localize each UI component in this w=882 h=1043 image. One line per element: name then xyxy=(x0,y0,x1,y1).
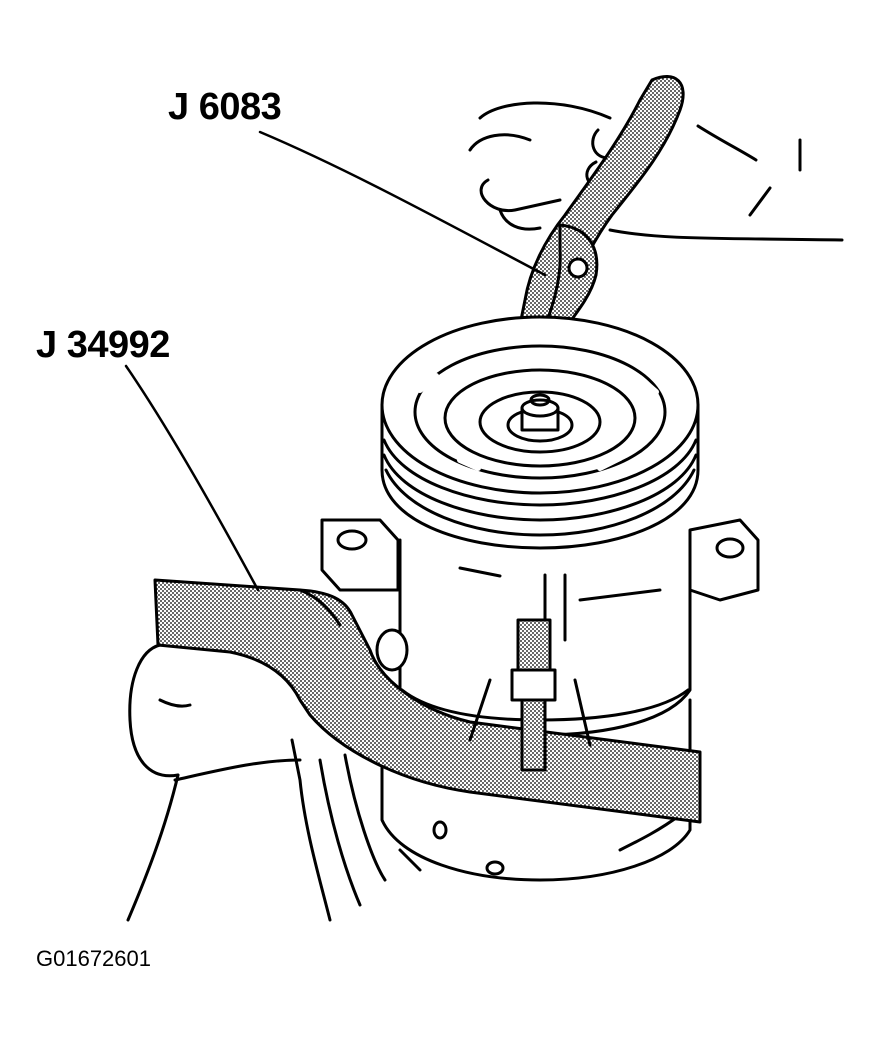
holding-fixture xyxy=(153,578,702,824)
leader-lines xyxy=(124,130,547,592)
leader-line-j6083 xyxy=(258,130,547,277)
compressor-body xyxy=(320,518,760,882)
holding-hand xyxy=(126,643,387,922)
callout-j34992: J 34992 xyxy=(36,324,170,366)
callout-j6083: J 6083 xyxy=(168,86,282,128)
figure-id: G01672601 xyxy=(36,946,151,971)
clutch-pulley xyxy=(380,315,700,550)
leader-line-j34992 xyxy=(124,364,260,592)
